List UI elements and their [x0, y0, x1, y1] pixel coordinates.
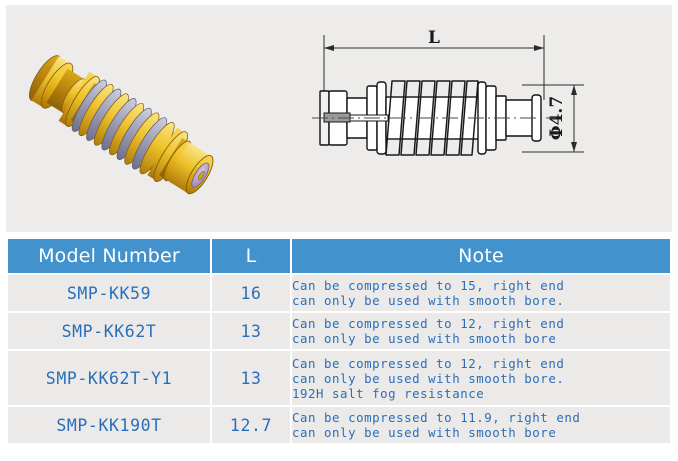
cell-length: 13 [212, 351, 290, 405]
cell-model-number: SMP-KK190T [8, 407, 210, 443]
dimension-length-label: L [428, 28, 440, 48]
cell-length: 12.7 [212, 407, 290, 443]
table-row: SMP-KK62T 13 Can be compressed to 12, ri… [8, 313, 670, 349]
cell-model-number: SMP-KK62T-Y1 [8, 351, 210, 405]
cell-length: 13 [212, 313, 290, 349]
outline-drawing: L Φ4.7 [306, 5, 672, 232]
table-header: Model Number L Note [8, 239, 670, 273]
column-header-note: Note [292, 239, 670, 273]
column-header-model: Model Number [8, 239, 210, 273]
column-header-length: L [212, 239, 290, 273]
table-row: SMP-KK190T 12.7 Can be compressed to 11.… [8, 407, 670, 443]
cell-model-number: SMP-KK59 [8, 275, 210, 311]
specification-table: Model Number L Note SMP-KK59 16 Can be c… [6, 237, 672, 445]
table-body: SMP-KK59 16 Can be compressed to 15, rig… [8, 275, 670, 443]
cell-length: 16 [212, 275, 290, 311]
table-header-row: Model Number L Note [8, 239, 670, 273]
product-render [6, 5, 306, 232]
cell-note: Can be compressed to 12, right end can o… [292, 351, 670, 405]
cell-note: Can be compressed to 15, right end can o… [292, 275, 670, 311]
dimension-diameter-label: Φ4.7 [547, 96, 567, 140]
table-row: SMP-KK62T-Y1 13 Can be compressed to 12,… [8, 351, 670, 405]
figure-panel: L Φ4.7 [6, 5, 672, 232]
cell-note: Can be compressed to 12, right end can o… [292, 313, 670, 349]
cell-note: Can be compressed to 11.9, right end can… [292, 407, 670, 443]
cell-model-number: SMP-KK62T [8, 313, 210, 349]
table-row: SMP-KK59 16 Can be compressed to 15, rig… [8, 275, 670, 311]
